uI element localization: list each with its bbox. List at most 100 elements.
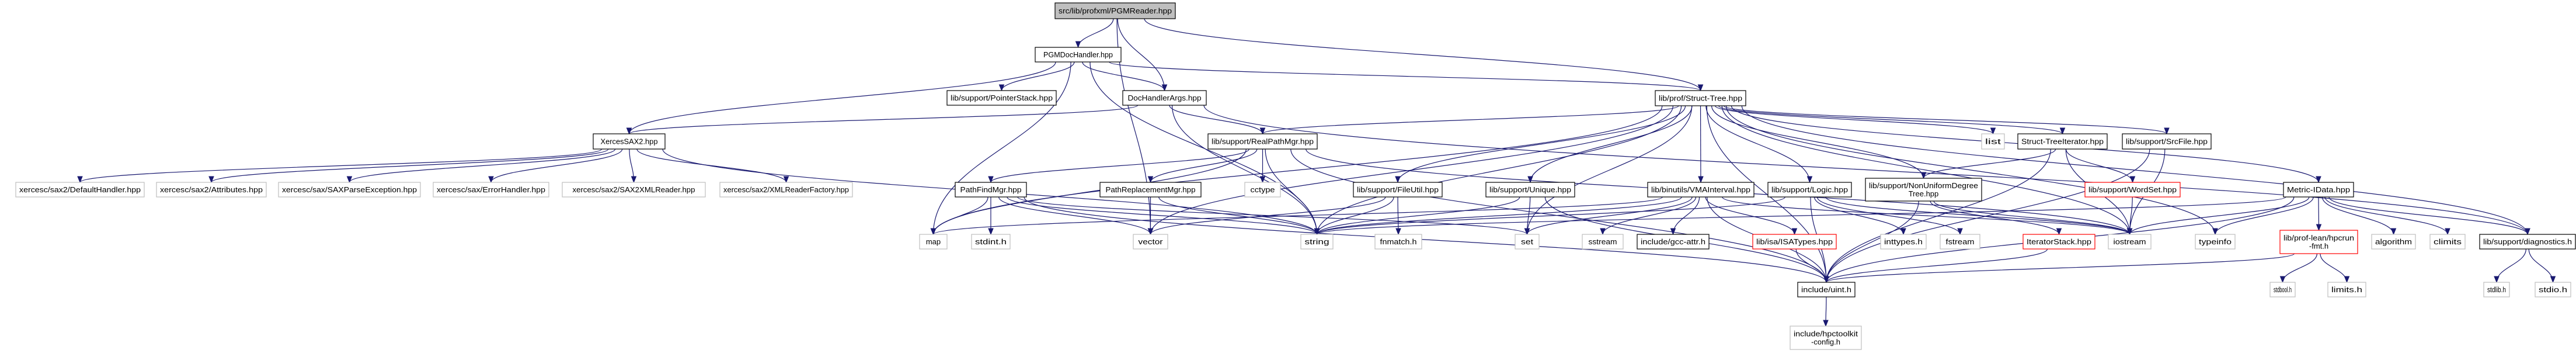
node-include-uint-h[interactable]: include/uint.h <box>1797 282 1856 297</box>
edge-structtree-to-list <box>1714 105 1994 134</box>
node-pathreplacementmgr-hpp[interactable]: PathReplacementMgr.hpp <box>1099 182 1202 198</box>
node-label: inttypes.h <box>1884 237 1923 246</box>
node-src-lib-profxml-pgmreader-hpp[interactable]: src/lib/profxml/PGMReader.hpp <box>1054 2 1176 19</box>
arrowhead-pgmdoc-to-structtree <box>1697 84 1704 92</box>
node-lib-support-diagnostics-h[interactable]: lib/support/diagnostics.h <box>2479 234 2576 250</box>
node-lib-support-logic-hpp[interactable]: lib/support/Logic.hpp <box>1767 182 1852 198</box>
arrowhead-structtree-to-stiter <box>2059 127 2066 135</box>
node-xercesc-sax-errorhandler-hpp: xercesc/sax/ErrorHandler.hpp <box>433 182 549 198</box>
node-lib-support-fileutil-hpp[interactable]: lib/support/FileUtil.hpp <box>1353 182 1443 198</box>
edge-xsax2-to-xrf <box>636 148 787 183</box>
node-label: fstream <box>1946 237 1975 246</box>
node-label: lib/support/diagnostics.h <box>2483 237 2572 246</box>
node-xercesc-sax2-defaulthandler-hpp: xercesc/sax2/DefaultHandler.hpp <box>15 182 145 198</box>
edge-hpcrun-to-limits <box>2320 253 2348 283</box>
node-label: lib/support/Logic.hpp <box>1771 185 1848 194</box>
node-label: limits.h <box>2331 285 2362 294</box>
node-label: stdlib.h <box>2487 285 2506 294</box>
node-label: sstream <box>1589 237 1617 246</box>
edge-vma-to-sstream <box>1602 196 1697 235</box>
arrowhead-xsax2-to-saxpe <box>346 176 353 184</box>
node-label: lib/support/WordSet.hpp <box>2088 185 2177 194</box>
node-lib-support-realpathmgr-hpp[interactable]: lib/support/RealPathMgr.hpp <box>1207 133 1318 150</box>
edge-stiter-to-wordset <box>2065 148 2133 183</box>
node-fnmatch-h: fnmatch.h <box>1374 234 1422 250</box>
node-label: algorithm <box>2375 237 2412 246</box>
node-label: lib/support/PointerStack.hpp <box>951 94 1053 102</box>
edge-structtree-to-set <box>1526 105 1693 235</box>
node-lib-support-unique-hpp[interactable]: lib/support/Unique.hpp <box>1485 182 1575 198</box>
edge-metric-to-iostream <box>2129 196 2310 235</box>
node-label: iostream <box>2114 237 2146 246</box>
node-box <box>919 234 948 250</box>
node-lib-support-wordset-hpp[interactable]: lib/support/WordSet.hpp <box>2084 182 2181 198</box>
node-label: PathFindMgr.hpp <box>960 185 1022 194</box>
node-box <box>2279 230 2358 254</box>
node-xercessax2-hpp[interactable]: XercesSAX2.hpp <box>593 133 666 150</box>
node-include-gcc-attr-h[interactable]: include/gcc-attr.h <box>1637 234 1710 250</box>
node-box <box>1207 133 1318 150</box>
arrowhead-diag-to-stdio <box>2550 276 2556 283</box>
node-lib-isa-isatypes-hpp[interactable]: lib/isa/ISATypes.hpp <box>1752 234 1837 250</box>
node-box <box>1122 90 1207 106</box>
node-label: string <box>1305 237 1329 246</box>
edge-vma-to-map <box>932 196 1663 235</box>
node-label: lib/support/FileUtil.hpp <box>1357 185 1439 194</box>
node-metric-idata-hpp[interactable]: Metric-IData.hpp <box>2283 182 2354 198</box>
edge-vma-to-isatypes <box>1705 196 1795 235</box>
edge-structtree-to-unique <box>1530 105 1693 183</box>
node-lib-prof-struct-tree-hpp[interactable]: lib/prof/Struct-Tree.hpp <box>1655 90 1746 106</box>
edge-structtree-to-iostream <box>1721 105 2131 235</box>
node-box <box>156 182 267 198</box>
node-iostream: iostream <box>2108 234 2152 250</box>
node-label: xercesc/sax2/Attributes.hpp <box>160 185 263 194</box>
edge-root-to-docargs <box>1117 18 1165 91</box>
arrowhead-vma-to-set <box>1524 228 1530 236</box>
arrowhead-vma-to-gccattr <box>1670 228 1676 236</box>
node-box <box>1353 182 1443 198</box>
edge-nudt-to-iostream <box>1933 200 2131 235</box>
node-box <box>1790 326 1862 350</box>
node-box <box>2327 282 2366 297</box>
node-include-hpctoolkit-config-h: include/hpctoolkit-config.h <box>1790 326 1862 350</box>
arrowhead-vma-to-sstream <box>1600 228 1606 236</box>
node-label: lib/isa/ISATypes.hpp <box>1756 237 1833 246</box>
node-list: list <box>1981 133 2005 150</box>
node-iteratorstack-hpp[interactable]: IteratorStack.hpp <box>2022 234 2095 250</box>
node-dochandlerargs-hpp[interactable]: DocHandlerArgs.hpp <box>1122 90 1207 106</box>
node-xercesc-sax2-sax2xmlreader-hpp: xercesc/sax2/SAX2XMLReader.hpp <box>562 182 706 198</box>
node-label: xercesc/sax2/XMLReaderFactory.hpp <box>723 185 849 194</box>
node-set: set <box>1515 234 1540 250</box>
node-box <box>2022 234 2095 250</box>
node-box <box>1515 234 1540 250</box>
node-lib-support-pointerstack-hpp[interactable]: lib/support/PointerStack.hpp <box>946 90 1057 106</box>
node-pgmdochandler-hpp[interactable]: PGMDocHandler.hpp <box>1035 47 1122 63</box>
arrowhead-hpcrun-to-limits <box>2344 276 2350 283</box>
edge-iterstack-to-uint <box>1826 248 2048 283</box>
arrowhead-metric-to-algorithm <box>2390 228 2397 236</box>
arrowhead-uint-to-hpcconfig <box>1823 320 1829 327</box>
arrowhead-realpath-to-cctype <box>1259 176 1266 184</box>
edge-realpath-to-string <box>1265 148 1318 235</box>
node-stdlib-h: stdlib.h <box>2483 282 2510 297</box>
edge-structtree-to-realpath <box>1262 105 1679 134</box>
arrowhead-vma-to-map <box>930 228 937 236</box>
node-box <box>1767 182 1852 198</box>
arrowhead-logic-to-inttypes <box>1900 228 1906 236</box>
node-box <box>1647 182 1755 198</box>
node-label: stdint.h <box>975 237 1007 246</box>
edge-docargs-to-realpath <box>1169 105 1263 134</box>
node-box <box>1582 234 1624 250</box>
node-xercesc-sax-saxparseexception-hpp: xercesc/sax/SAXParseException.hpp <box>278 182 421 198</box>
arrowhead-hpcrun-to-uint <box>1823 276 1829 283</box>
nodes-layer: src/lib/profxml/PGMReader.hppPGMDocHandl… <box>15 2 2576 350</box>
node-pathfindmgr-hpp[interactable]: PathFindMgr.hpp <box>955 182 1027 198</box>
node-lib-binutils-vmainterval-hpp[interactable]: lib/binutils/VMAInterval.hpp <box>1647 182 1755 198</box>
edge-stiter-to-uint <box>1826 148 2051 283</box>
node-label: IteratorStack.hpp <box>2027 237 2091 246</box>
node-lib-support-srcfile-hpp[interactable]: lib/support/SrcFile.hpp <box>2122 133 2212 150</box>
node-typeinfo: typeinfo <box>2195 234 2236 250</box>
node-lib-prof-lean-hpcrun-fmt-h[interactable]: lib/prof-lean/hpcrun-fmt.h <box>2279 230 2358 254</box>
node-struct-treeiterator-hpp[interactable]: Struct-TreeIterator.hpp <box>2017 133 2108 150</box>
